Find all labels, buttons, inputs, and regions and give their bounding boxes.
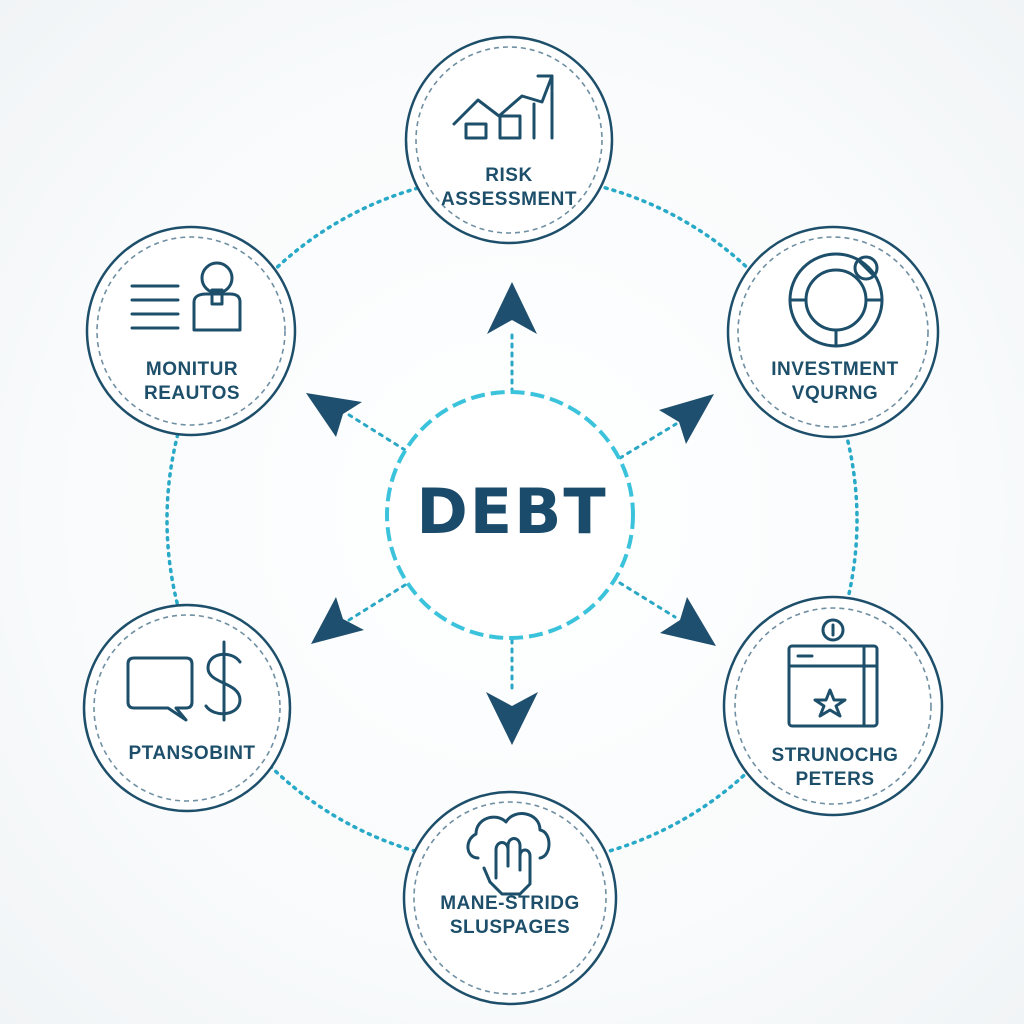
node-label-top-left-line2: REAUTOS: [143, 383, 241, 404]
node-label-bottom-line1: MANE-STRIDG: [440, 893, 580, 914]
node-label-bottom-left-line1: PTANSOBINT: [128, 743, 256, 764]
cloud-hand-icon: [466, 812, 551, 896]
node-label-top: RISK ASSESSMENT: [399, 164, 619, 212]
arrow-down-icon: [486, 692, 538, 745]
node-label-bottom-left: PTANSOBINT: [82, 742, 302, 766]
node-label-top-right-line1: INVESTMENT: [771, 359, 899, 380]
chat-dollar-icon: [126, 640, 242, 722]
calendar-star-icon: [787, 618, 879, 728]
arrow-lower-right-icon: [660, 597, 716, 646]
node-label-top-line1: RISK: [485, 165, 533, 186]
node-label-top-line2: ASSESSMENT: [441, 189, 577, 210]
document-person-icon: [130, 261, 242, 332]
arrow-lower-left-icon: [311, 597, 364, 644]
node-label-bottom-right-line2: PETERS: [795, 769, 875, 790]
node-label-bottom-right: STRUNOCHG PETERS: [725, 744, 945, 792]
spokes: [344, 331, 678, 692]
center-ring: [385, 390, 635, 640]
spoke-lower-left: [347, 583, 407, 622]
node-label-bottom-right-line1: STRUNOCHG: [771, 745, 899, 766]
target-ring-icon: [788, 252, 884, 348]
arrowheads: [306, 282, 716, 745]
center-label: DEBT: [416, 475, 608, 548]
node-top: [404, 35, 614, 245]
node-label-bottom-line2: SLUSPAGES: [449, 917, 571, 938]
node-label-top-right: INVESTMENT VQURNG: [725, 358, 945, 406]
node-label-top-left: MONITUR REAUTOS: [82, 358, 302, 406]
spoke-upper-left: [344, 411, 407, 452]
spoke-upper-right: [618, 422, 678, 460]
spoke-lower-right: [618, 581, 677, 619]
node-bottom: [402, 790, 618, 1006]
node-top-right: [726, 225, 940, 439]
arrow-upper-right-icon: [659, 394, 714, 444]
arrow-upper-left-icon: [306, 393, 362, 437]
node-label-top-right-line2: VQURNG: [791, 383, 879, 404]
growth-chart-icon: [452, 74, 554, 140]
node-label-top-left-line1: MONITUR: [145, 359, 239, 380]
node-label-bottom: MANE-STRIDG SLUSPAGES: [400, 892, 620, 940]
node-top-left: [85, 225, 297, 437]
arrow-up-icon: [487, 282, 537, 334]
node-bottom-right: [722, 595, 944, 817]
